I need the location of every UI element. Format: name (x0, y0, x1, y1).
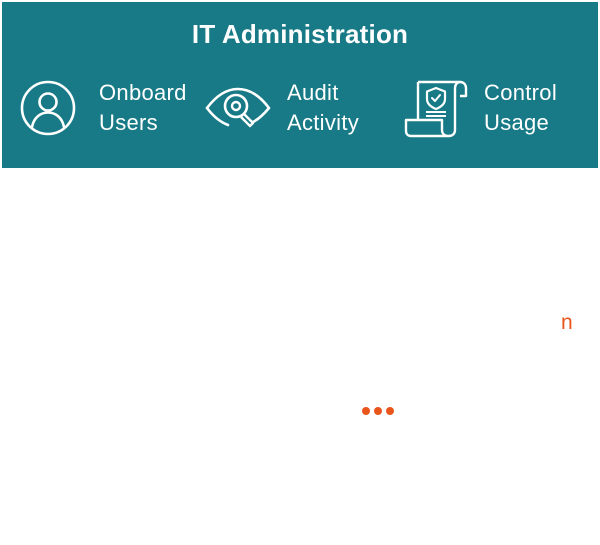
it-administration-banner: IT Administration Onboard Users Audit Ac… (2, 2, 598, 168)
scroll-shield-icon (404, 80, 468, 138)
control-usage-label: Control Usage (484, 78, 557, 138)
audit-activity-feature[interactable]: Audit Activity (204, 76, 359, 140)
control-usage-line2: Usage (484, 110, 550, 135)
onboard-users-line1: Onboard (99, 80, 187, 105)
content-area: n (0, 168, 600, 545)
audit-activity-label: Audit Activity (287, 78, 359, 138)
banner-title: IT Administration (191, 19, 409, 49)
user-circle-icon (20, 80, 76, 136)
onboard-users-label: Onboard Users (99, 78, 187, 138)
audit-activity-line1: Audit (287, 80, 339, 105)
audit-activity-line2: Activity (287, 110, 360, 135)
loading-dots-icon (362, 407, 394, 415)
loading-dot (386, 407, 394, 415)
control-usage-feature[interactable]: Control Usage (402, 76, 557, 140)
eye-magnifier-icon (205, 87, 271, 128)
control-usage-line1: Control (484, 80, 558, 105)
onboard-users-line2: Users (99, 110, 158, 135)
loading-dot (374, 407, 382, 415)
onboard-users-feature[interactable]: Onboard Users (14, 76, 187, 140)
loading-dot (362, 407, 370, 415)
partial-text: n (561, 311, 573, 334)
